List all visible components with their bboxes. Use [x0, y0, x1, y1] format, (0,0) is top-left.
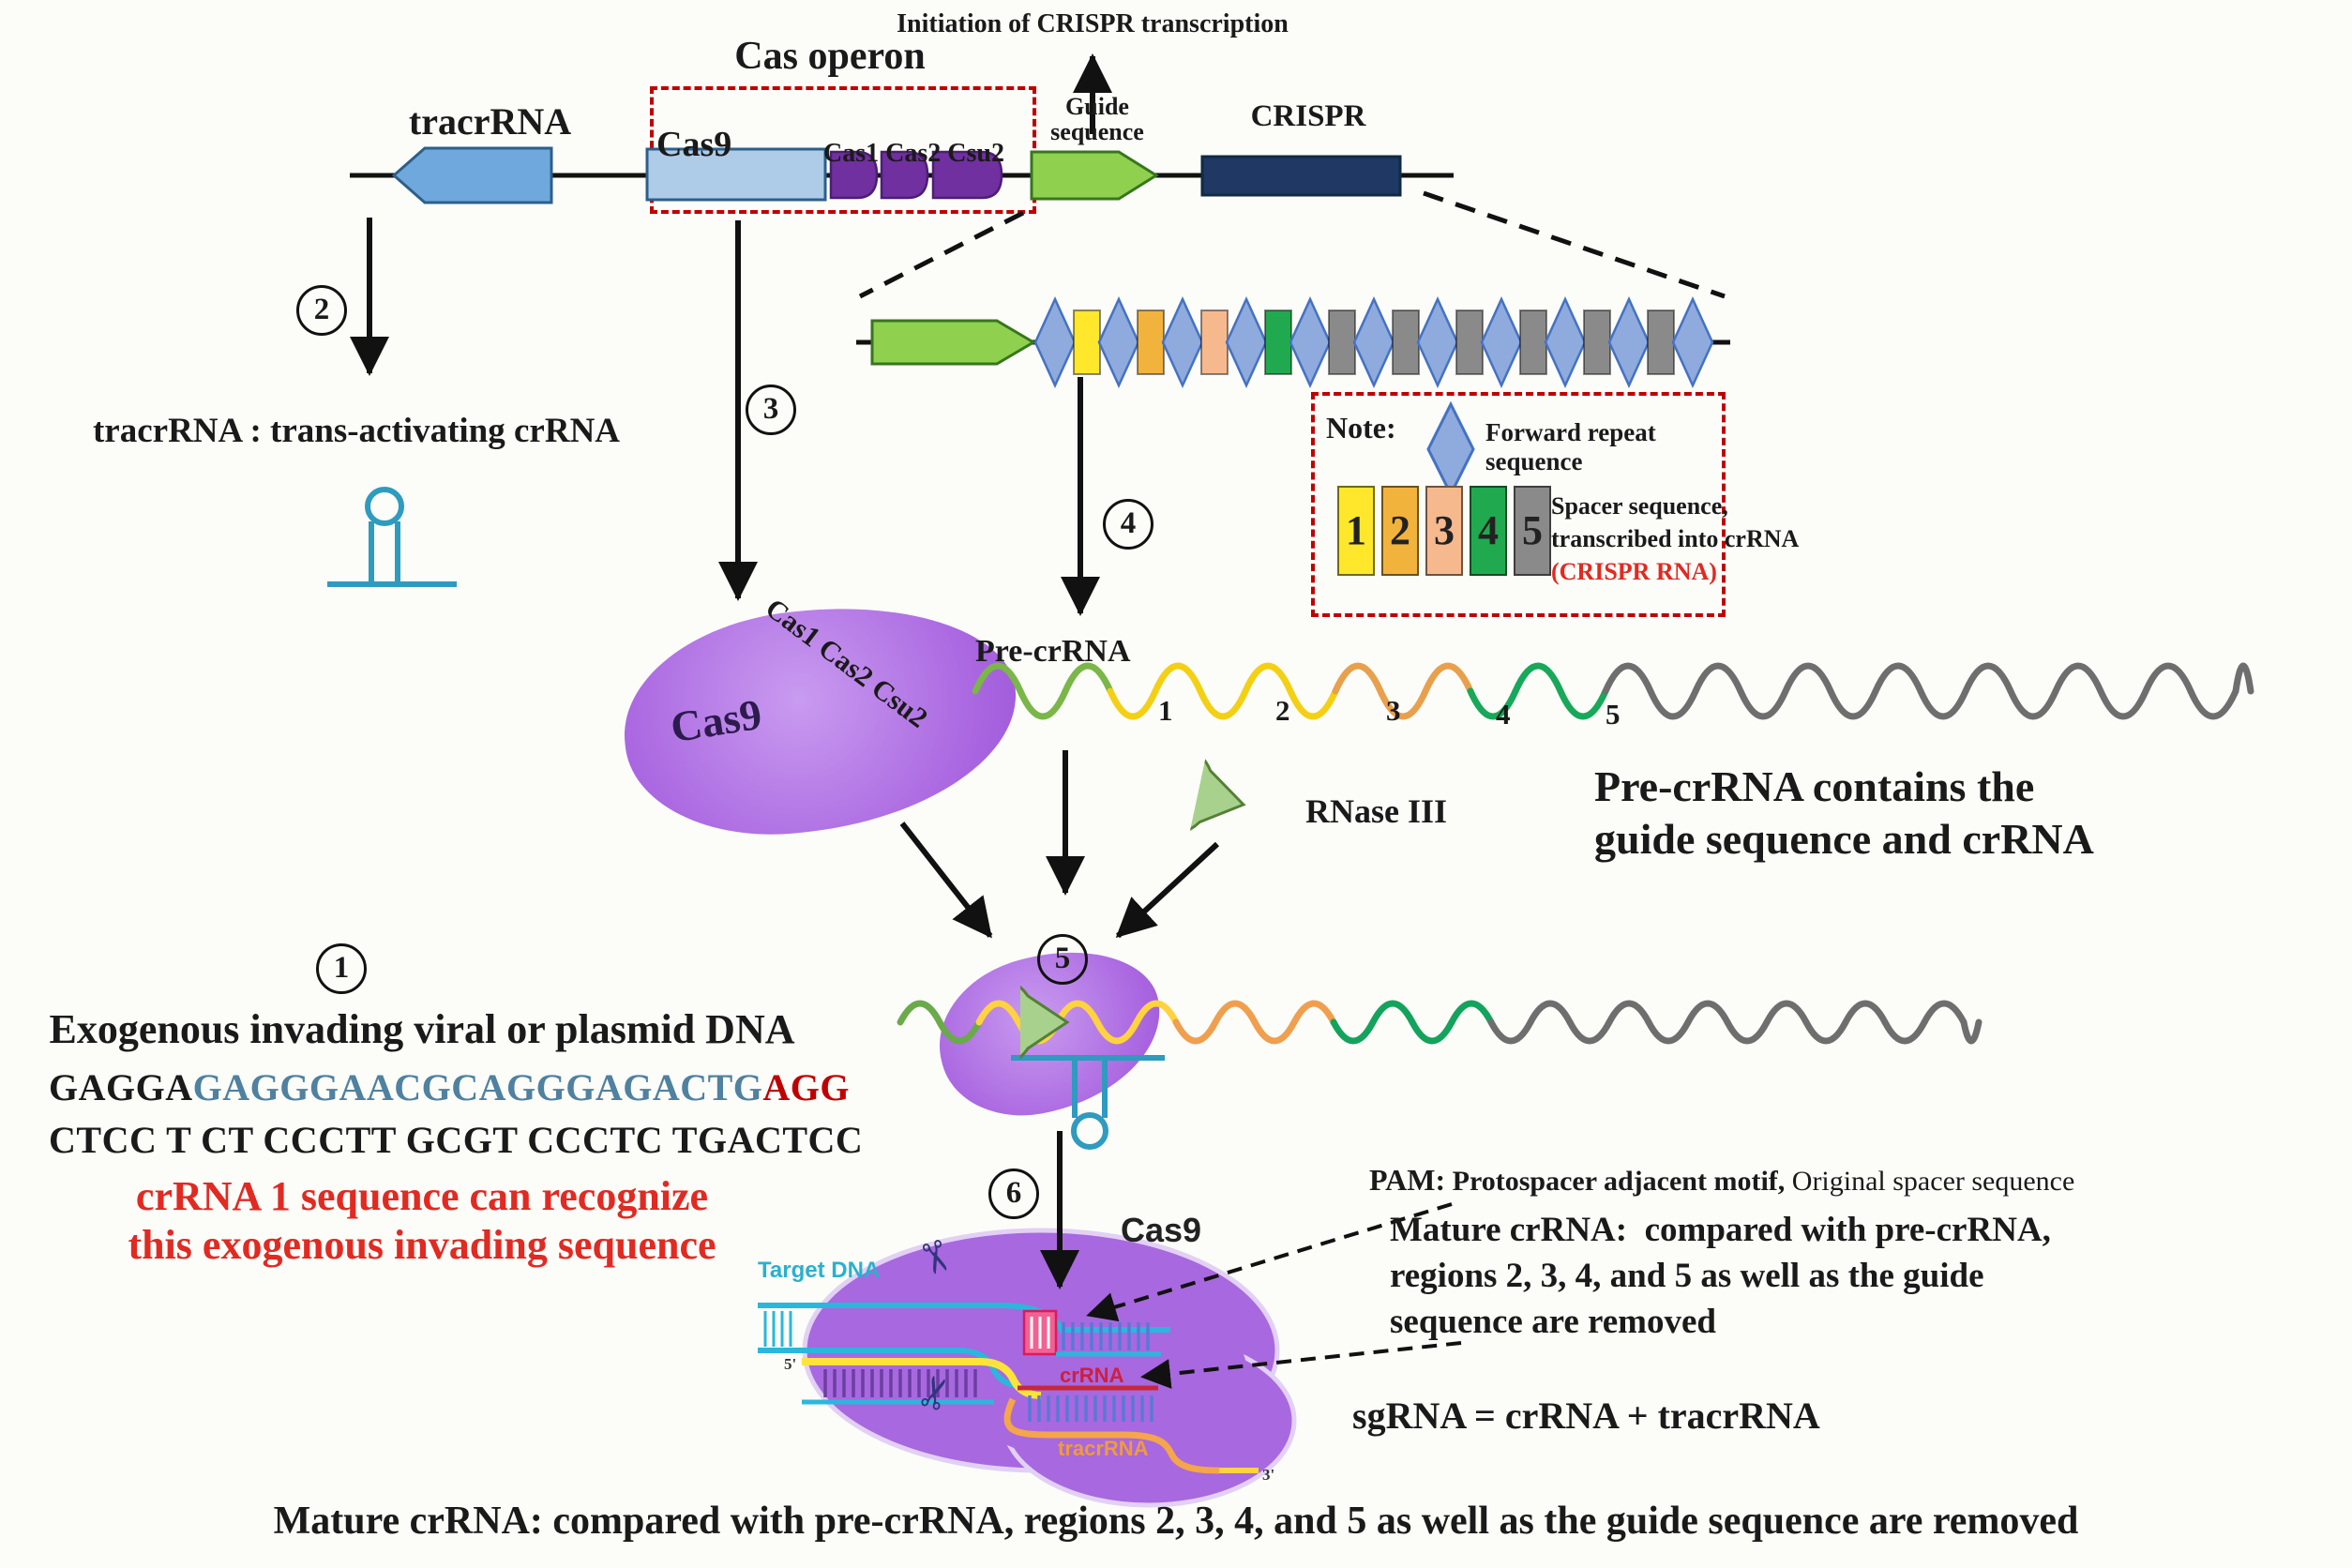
cas-operon-label: Cas operon [734, 35, 926, 78]
cas9-gene-label: Cas9 [656, 125, 732, 164]
spacer-block-2: 2 [1381, 486, 1419, 576]
spacer-legend-text: Spacer sequence, transcribed into crRNA … [1551, 490, 1799, 588]
forward-repeat-diamond-icon [1426, 401, 1475, 497]
cas2-gene-arrow [880, 150, 929, 200]
step-5-badge: 5 [1037, 934, 1088, 985]
wave-number-4: 4 [1496, 698, 1511, 731]
step-2-badge: 2 [296, 285, 347, 336]
tracrrna-label: tracrRNA [1058, 1437, 1149, 1460]
initiation-title: Initiation of CRISPR transcription [897, 9, 1289, 38]
step-6-badge: 6 [988, 1168, 1039, 1219]
array-leader-arrow [870, 319, 1036, 366]
mature-head: Mature crRNA: [1390, 1211, 1628, 1249]
dna-left-rungs [763, 1311, 792, 1347]
forward-repeat-text: Forward repeat sequence [1485, 418, 1711, 476]
spacer-block-1: 1 [1337, 486, 1375, 576]
spacer-block-3: 3 [1425, 486, 1463, 576]
crrna-label: crRNA [1060, 1364, 1124, 1387]
csu2-gene-arrow [931, 150, 1003, 200]
wave-number-1: 1 [1158, 694, 1173, 727]
cas9-complex-label: Cas9 [1121, 1211, 1201, 1249]
guide-label-line2: sequence [1050, 118, 1144, 146]
dna-sequence-bottom: CTCC T CT CCCTT GCGT CCCTC TGACTCC [49, 1119, 864, 1161]
three-prime-label: 3' [1262, 1466, 1274, 1484]
tracrrna-strand [1003, 1397, 1220, 1474]
spacer-text-line2: transcribed into crRNA [1551, 525, 1800, 553]
rnase-to-complex-arrow [1115, 841, 1220, 939]
target-dna-label: Target DNA [758, 1258, 880, 1283]
pre-crrna-note-line1: Pre-crRNA contains the [1594, 762, 2035, 810]
step-4-badge: 4 [1103, 499, 1153, 550]
guide-label-line1: Guide [1065, 93, 1129, 120]
exogenous-dna-title: Exogenous invading viral or plasmid DNA [49, 1006, 795, 1052]
mature-line1: compared with pre-crRNA, [1644, 1211, 2051, 1249]
pam-annotation: PAM: Protospacer adjacent motif, Origina… [1369, 1163, 2074, 1198]
crispr-gene-label: CRISPR [1250, 99, 1366, 133]
tracrrna-gene-label: tracrRNA [408, 100, 572, 143]
guide-rna-strand [802, 1358, 1042, 1399]
target-dna-bottom-strand [758, 1348, 1017, 1388]
footer-caption: Mature crRNA: compared with pre-crRNA, r… [273, 1500, 2079, 1543]
tracrrna-gene-arrow [391, 146, 553, 204]
seq-top-black: GAGGA [49, 1066, 193, 1108]
cas9-cleavage-complex: Target DNA Cas9 crRNA tracrRNA 5' 3' [758, 1211, 1297, 1508]
pre-crrna-label: Pre-crRNA [975, 634, 1131, 669]
pam-rungs [1030, 1317, 1050, 1349]
repeat-spacer-elements [1033, 295, 1714, 389]
crispr-locus-box [1200, 155, 1402, 197]
cas-genes-label: Cas1 Cas2 Csu2 [823, 139, 1004, 168]
rnase-iii-label: RNase III [1305, 792, 1448, 830]
forward-repeat-line2: sequence [1485, 447, 1583, 476]
pam-body: Protospacer adjacent motif, [1452, 1166, 1786, 1197]
pre-crrna-note-line2: guide sequence and crRNA [1594, 815, 2094, 863]
pam-head: PAM: [1369, 1163, 1446, 1197]
mature-line2: regions 2, 3, 4, and 5 as well as the gu… [1390, 1256, 1984, 1295]
crrna-duplex-rungs [1028, 1395, 1153, 1422]
cas9-to-complex-arrow [899, 822, 993, 939]
gene-map [350, 146, 1454, 204]
rnase-iii-in-complex-icon [1020, 985, 1070, 1060]
seq-top-blue: GAGGGAACGCAGGGAGACTG [192, 1066, 763, 1108]
spacer-text-line1: Spacer sequence, [1551, 492, 1728, 520]
expansion-dash-right [1423, 190, 1726, 299]
cas9-gene-box [645, 147, 827, 202]
rna-dna-rungs [823, 1369, 977, 1397]
spacer-block-5: 5 [1514, 486, 1551, 576]
crrna1-note-line2: this exogenous invading sequence [128, 1222, 716, 1268]
expansion-dash-left [858, 210, 1025, 299]
wave-number-3: 3 [1386, 694, 1401, 727]
mature-crrna-annotation: Mature crRNA: compared with pre-crRNA, r… [1390, 1208, 2051, 1345]
guide-sequence-gene-arrow [1030, 150, 1159, 201]
dna-sequence-top: GAGGAGAGGGAACGCAGGGAGACTGAGG [49, 1065, 850, 1109]
step-1-badge: 1 [316, 943, 367, 994]
wave-number-2: 2 [1275, 694, 1290, 727]
spacer-block-4: 4 [1470, 486, 1507, 576]
seq-top-pam: AGG [762, 1066, 851, 1108]
cas9-body-fill [947, 1285, 1247, 1463]
sgrna-equation: sgRNA = crRNA + tracrRNA [1352, 1395, 1820, 1437]
spacer-text-line3: (CRISPR RNA) [1551, 558, 1717, 586]
pam-tail: Original spacer sequence [1791, 1166, 2075, 1197]
five-prime-label: 5' [784, 1355, 796, 1373]
note-label: Note: [1326, 411, 1396, 445]
mature-line3: sequence are removed [1390, 1302, 1716, 1341]
guide-sequence-label: Guide sequence [1036, 94, 1158, 145]
cas1-gene-arrow [829, 150, 879, 200]
crrna1-note-line1: crRNA 1 sequence can recognize [135, 1173, 709, 1219]
forward-repeat-line1: Forward repeat [1485, 418, 1656, 446]
step-3-badge: 3 [746, 384, 796, 435]
rnase-iii-enzyme-icon [1187, 748, 1246, 837]
wave-number-5: 5 [1606, 698, 1621, 731]
tracrrna-hairpin [327, 487, 457, 587]
tracrrna-definition: tracrRNA : trans-activating crRNA [92, 412, 621, 450]
crispr-array [856, 295, 1730, 389]
